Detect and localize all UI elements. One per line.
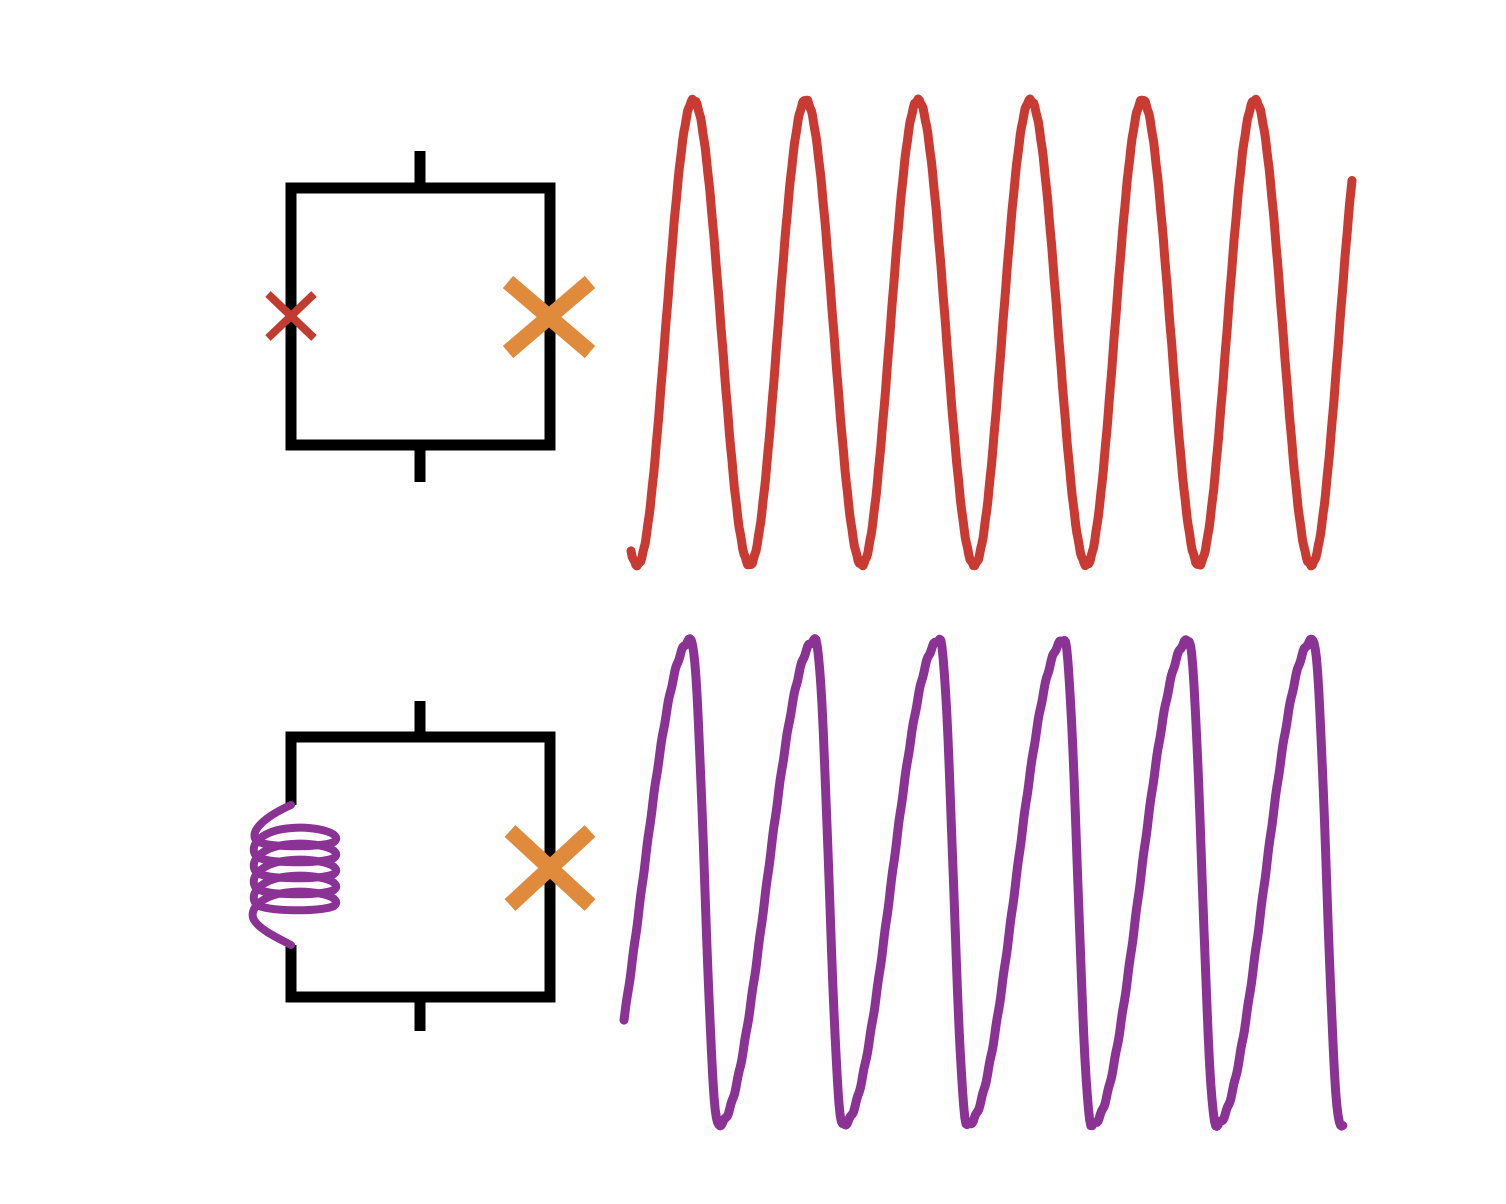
bottom-oscillation-waveform	[619, 634, 1348, 1131]
bottom-circuit	[248, 701, 596, 1031]
top-oscillation-waveform	[626, 94, 1357, 571]
top-large-junction-cross	[502, 275, 596, 359]
bottom-large-junction-cross	[504, 825, 596, 911]
inductor-coil	[248, 801, 341, 949]
small-junction-cross	[265, 291, 317, 341]
top-circuit	[265, 151, 596, 482]
top-circuit-loop	[285, 182, 556, 451]
